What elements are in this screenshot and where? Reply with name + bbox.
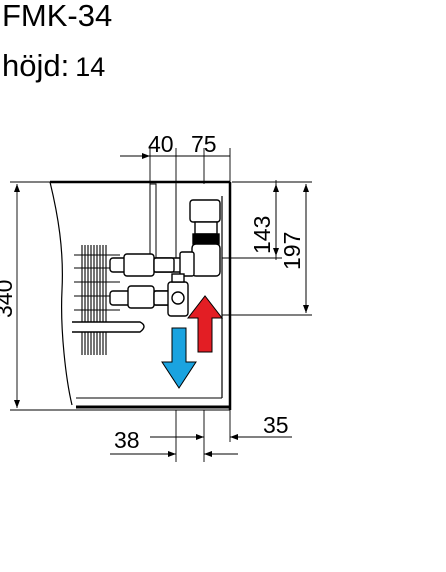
dim-197-label: 197 [279,232,305,270]
dim-143-label: 143 [249,216,275,254]
supply-arrow [186,295,224,353]
dimension-38-35 [110,410,292,462]
dimension-40-75 [120,148,231,184]
return-arrow [161,327,197,389]
dimension-143-197 [222,180,312,316]
model-title: FMK-34 [2,0,113,33]
height-value: 14 [75,52,106,82]
housing [49,180,232,411]
dim-340-label: 340 [0,280,17,318]
dim-75-label: 75 [191,131,217,157]
dim-38-label: 38 [114,427,140,453]
valve-assembly [123,199,221,317]
dimension-340 [10,181,76,411]
dim-35-label: 35 [263,412,289,438]
height-label: höjd: [2,48,70,83]
height-line: höjd:14 [2,46,105,87]
dim-40-label: 40 [148,131,174,157]
